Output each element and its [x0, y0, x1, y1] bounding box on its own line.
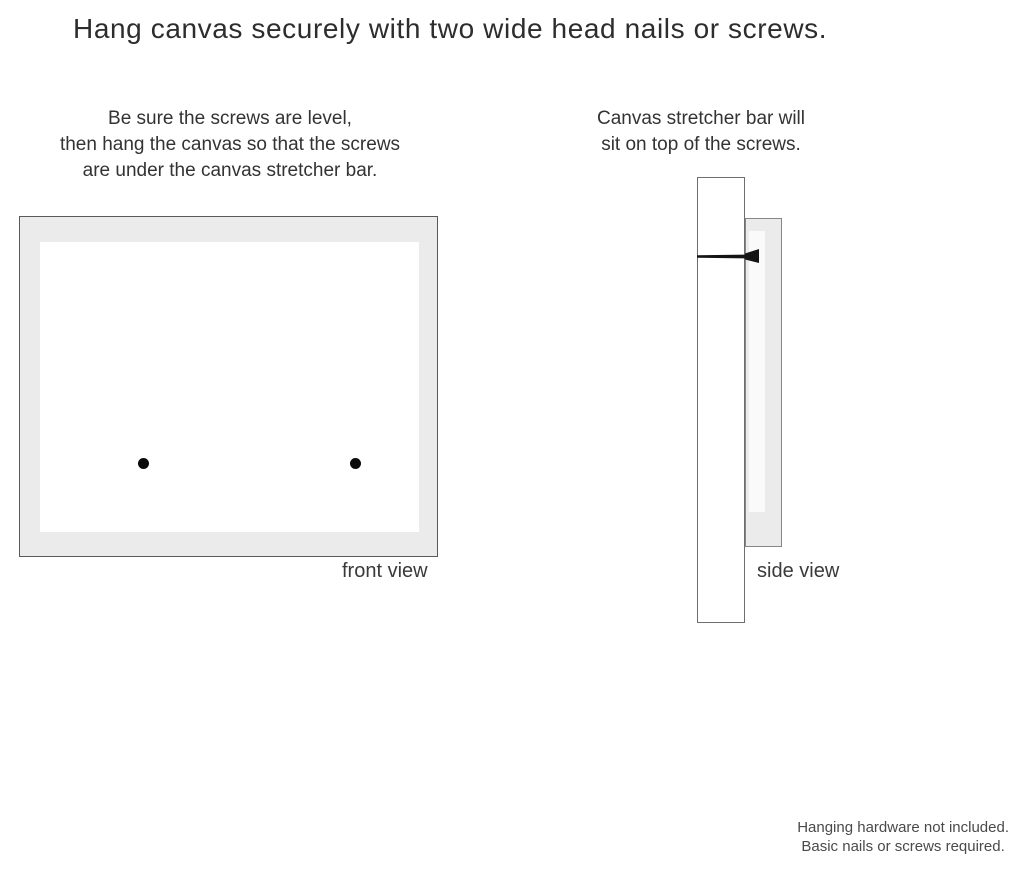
disclaimer-line: Basic nails or screws required.	[801, 838, 1005, 855]
instruction-line: Be sure the screws are level,	[108, 108, 352, 129]
screw-left-icon	[138, 458, 149, 469]
instruction-line: sit on top of the screws.	[601, 134, 801, 155]
front-view-label: front view	[342, 560, 428, 582]
page-title: Hang canvas securely with two wide head …	[73, 13, 828, 44]
instruction-line: Canvas stretcher bar will	[596, 108, 806, 129]
side-view-canvas-face	[749, 231, 765, 512]
front-view-canvas-diagram	[19, 216, 438, 557]
instruction-line: are under the canvas stretcher bar.	[82, 160, 378, 181]
side-view-instruction-text: Canvas stretcher bar will sit on top of …	[565, 106, 837, 158]
hardware-disclaimer-text: Hanging hardware not included. Basic nai…	[797, 818, 1009, 856]
side-view-label: side view	[757, 560, 840, 582]
canvas-face	[40, 242, 419, 532]
instruction-line: then hang the canvas so that the screws	[59, 134, 401, 155]
side-view-canvas-edge	[745, 218, 782, 547]
side-view-stretcher-bar	[697, 177, 745, 623]
nail-icon	[697, 249, 759, 263]
screw-right-icon	[350, 458, 361, 469]
disclaimer-line: Hanging hardware not included.	[797, 819, 1009, 836]
front-view-instruction-text: Be sure the screws are level, then hang …	[20, 106, 440, 184]
